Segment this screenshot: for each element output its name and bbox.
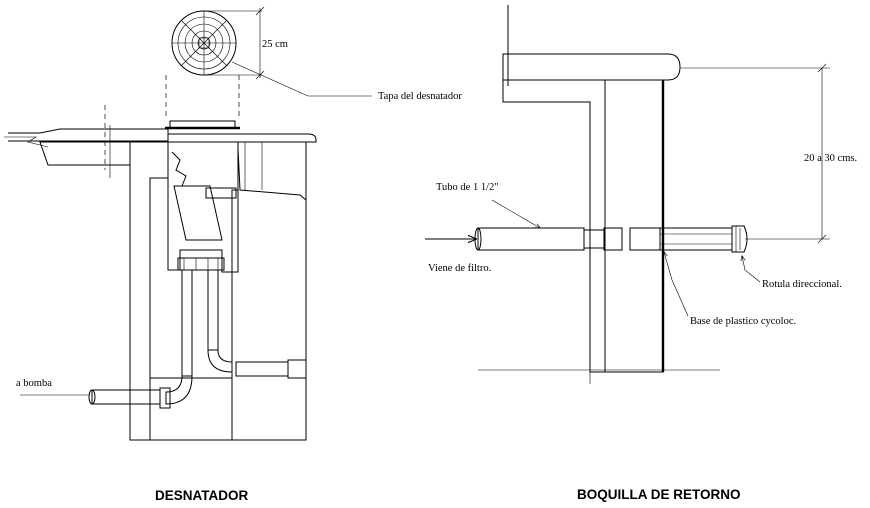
label-a-bomba: a bomba xyxy=(16,378,52,389)
lid-top-view xyxy=(171,6,265,80)
title-desnatador: DESNATADOR xyxy=(155,488,248,503)
label-25cm: 25 cm xyxy=(262,39,288,50)
boquilla-drawing xyxy=(425,5,830,384)
desnatador-drawing xyxy=(4,6,372,441)
tapa-leader xyxy=(231,61,309,97)
title-boquilla-retorno: BOQUILLA DE RETORNO xyxy=(577,487,741,502)
label-viene-filtro: Viene de filtro. xyxy=(428,263,491,274)
label-20-30-cms: 20 a 30 cms. xyxy=(804,153,857,164)
label-base-plastico: Base de plastico cycoloc. xyxy=(690,316,796,327)
label-rotula: Rotula direccional. xyxy=(762,279,842,290)
label-tubo: Tubo de 1 1/2" xyxy=(436,182,499,193)
label-tapa-desnatador: Tapa del desnatador xyxy=(378,91,462,102)
